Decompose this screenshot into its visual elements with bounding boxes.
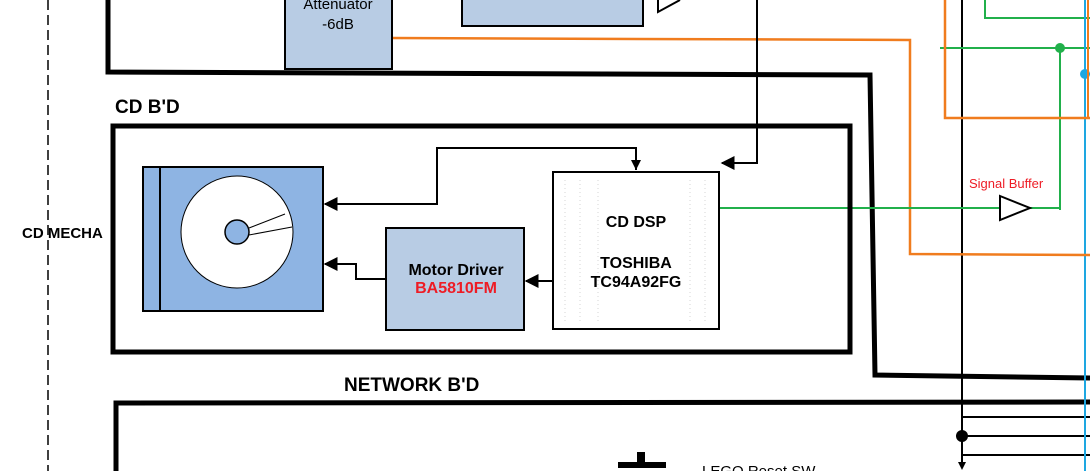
green-wire-top <box>984 0 1090 19</box>
arrow-dsp-to-mecha <box>323 147 637 211</box>
arrow-motor-to-mecha <box>323 257 386 280</box>
orange-wire-from-attenuator <box>391 36 1090 257</box>
upper-board-outline <box>105 0 1090 381</box>
network-board-label: NETWORK B'D <box>344 375 479 396</box>
cd-dsp-title: CD DSP <box>606 214 667 231</box>
motor-driver-block <box>385 227 525 331</box>
cd-dsp-maker: TOSHIBA <box>600 255 672 272</box>
top-block-fragment <box>461 0 644 27</box>
lego-reset-label: LEGO Reset SW <box>702 463 816 471</box>
cd-board-outline <box>110 123 853 355</box>
motor-driver-part: BA5810FM <box>415 280 497 297</box>
reset-switch-icon <box>618 452 666 468</box>
motor-driver-title: Motor Driver <box>408 262 503 279</box>
cd-board-label: CD B'D <box>115 97 180 118</box>
orange-wire-right <box>943 0 1090 120</box>
attenuator-label-line2: -6dB <box>322 16 354 33</box>
arrow-dsp-top-tick <box>631 160 641 170</box>
network-board-outline <box>113 399 1090 471</box>
wire-down-arrowhead <box>958 462 966 470</box>
signal-buffer-icon <box>999 194 1033 222</box>
attenuator-label-line1: Attenuator <box>303 0 372 13</box>
wire-to-dsp-right <box>720 0 758 170</box>
top-amplifier-fragment <box>657 0 681 14</box>
green-junction-dot <box>1055 43 1065 53</box>
signal-buffer-label: Signal Buffer <box>969 176 1044 191</box>
attenuator-block <box>284 0 393 70</box>
cd-dsp-part: TC94A92FG <box>591 274 682 291</box>
cd-mecha-label: CD MECHA <box>22 225 103 242</box>
disc-icon <box>180 175 294 289</box>
cd-dsp-block <box>552 171 720 330</box>
